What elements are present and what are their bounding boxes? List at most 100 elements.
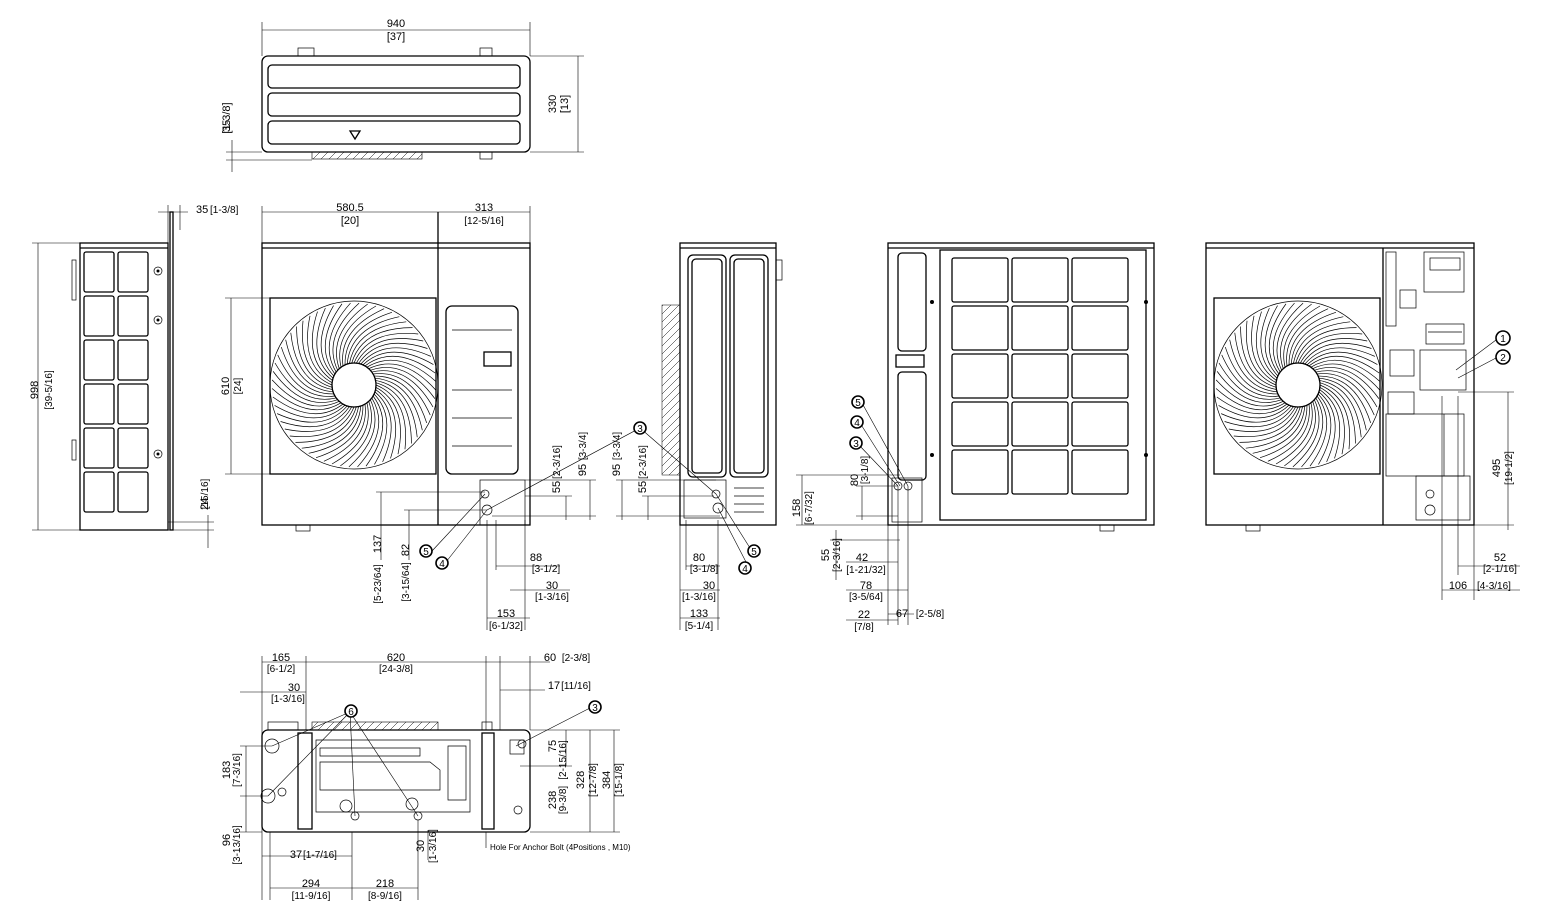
dim-p384: 384 — [601, 771, 613, 789]
fan-grille-line — [1224, 346, 1278, 395]
dim-r55-in: [2-3/16] — [638, 445, 649, 479]
dim-f55: 55 — [551, 481, 563, 493]
fan-icon — [271, 302, 437, 468]
fan-grille-line — [1260, 308, 1278, 379]
dim-side-foot-in: [15/16] — [200, 478, 211, 509]
dim-p37: 37 — [290, 849, 302, 861]
fan-grille-line — [1283, 305, 1321, 368]
dim-b55-in: [2-3/16] — [832, 538, 843, 572]
dim-p183: 183 — [221, 761, 233, 779]
fan-grille-line — [344, 311, 393, 365]
fan-grille-line — [336, 303, 368, 369]
dim-i52: 52 — [1494, 552, 1506, 564]
fan-grille-line — [316, 308, 334, 379]
dim-b80: 80 — [849, 474, 861, 486]
dim-p218: 218 — [376, 878, 394, 890]
fan-grille-line — [355, 338, 424, 364]
svg-text:3: 3 — [592, 703, 598, 714]
dim-f153-in: [6-1/32] — [489, 621, 523, 632]
fan-grille-line — [284, 406, 353, 432]
dim-p328: 328 — [575, 771, 587, 789]
fan-grille-line — [1275, 402, 1313, 465]
fan-grille-line — [280, 406, 350, 428]
svg-text:5: 5 — [855, 398, 861, 409]
fan-grille-line — [1252, 405, 1306, 454]
fan-grille-line — [301, 406, 359, 449]
fan-grille-line — [1240, 326, 1277, 388]
grid-cell — [1011, 305, 1069, 351]
fan-grille-line — [331, 402, 369, 465]
fan-grille-line — [274, 362, 337, 400]
dim-p96: 96 — [221, 834, 233, 846]
fan-grille-line — [351, 327, 413, 364]
dim-front-fan: 610 — [220, 377, 232, 395]
dim-top-width-in: [37] — [387, 31, 405, 43]
dim-f88: 88 — [530, 552, 542, 564]
fan-grille-line — [339, 305, 377, 368]
fan-grille-line — [375, 389, 397, 459]
dim-f88-in: [3-1/2] — [532, 564, 561, 575]
dim-p96-in: [3-13/16] — [232, 825, 243, 865]
right-side-view: 95 [3-3/4] 55 [2-3/16] 80 [3-1/8] 30 [1-… — [611, 242, 783, 632]
dim-r95-in: [3-3/4] — [612, 432, 623, 461]
dim-p183-in: [7-3/16] — [232, 753, 243, 787]
fan-grille-line — [308, 405, 362, 454]
fan-grille-line — [365, 395, 384, 467]
dim-b22-in: [7/8] — [854, 622, 874, 633]
dim-side-top: 35 — [196, 204, 208, 216]
grid-cell — [117, 295, 149, 337]
dim-p17-in: [11/16] — [561, 681, 591, 692]
dim-f95-in: [3-3/4] — [578, 432, 589, 461]
fan-grille-line — [340, 401, 372, 467]
dim-f153: 153 — [497, 608, 515, 620]
dim-f137: 137 — [372, 535, 384, 553]
dim-b158-in: [6-7/32] — [804, 491, 815, 525]
fan-grille-line — [295, 406, 357, 443]
grid-cell — [1011, 257, 1069, 303]
fan-grille-line — [1216, 396, 1288, 415]
grid-cell — [1011, 449, 1069, 495]
fan-grille-line — [1310, 359, 1381, 382]
fan-grille-line — [1221, 405, 1292, 423]
fan-grille-line — [1301, 397, 1324, 468]
fan-grille-line — [1319, 384, 1350, 450]
fan-grille-line — [1234, 332, 1277, 390]
svg-text:2: 2 — [1500, 353, 1506, 364]
dim-p165: 165 — [272, 652, 290, 664]
fan-grille-line — [1272, 302, 1295, 373]
fan-grille-line — [1229, 339, 1278, 393]
fan-grille-line — [1309, 395, 1328, 467]
dim-b67-in: [2-5/8] — [916, 609, 945, 620]
fan-grille-line — [1267, 404, 1310, 462]
fan-grille-line — [324, 303, 343, 375]
dim-f95: 95 — [577, 464, 589, 476]
callout-2 — [1495, 349, 1511, 365]
fan-grille-line — [368, 363, 437, 391]
dim-i495: 495 — [1491, 459, 1503, 477]
base-plan-view: 165 [6-1/2] 620 [24-3/8] 60 [2-3/8] 30 [… — [221, 652, 631, 902]
fan-grille-line — [1290, 316, 1344, 365]
fan-grille-line — [1221, 354, 1279, 397]
dim-p238-in: [9-3/8] — [558, 786, 569, 815]
dim-b42-in: [1-21/32] — [846, 565, 886, 576]
dim-b78-in: [3-5/64] — [849, 592, 883, 603]
dim-r133: 133 — [690, 608, 708, 620]
fan-grille-line — [271, 379, 340, 407]
callout-5 — [851, 395, 865, 409]
left-side-view: 998 [39-5/16] 35 [1-3/8] 24 [15/16] — [29, 204, 239, 548]
fan-grille-line — [1259, 405, 1308, 459]
dim-r30-in: [1-3/16] — [682, 592, 716, 603]
fan-grille-line — [342, 308, 385, 366]
dim-front-right-in: [12-5/16] — [464, 216, 504, 227]
callout-1 — [1495, 330, 1511, 346]
internal-view: 1 2 495 [19-1/2] 52 [2-1/16] 106 [4-3/16… — [1205, 242, 1520, 600]
fan-grille-line — [1255, 311, 1277, 381]
grid-cell — [1071, 305, 1129, 351]
dim-p30: 30 — [288, 682, 300, 694]
fan-grille-line — [320, 305, 335, 377]
dim-side-foot: 24 — [199, 498, 211, 510]
svg-text:3: 3 — [853, 439, 859, 450]
grid-cell — [83, 339, 115, 381]
fan-grille-line — [1268, 303, 1287, 375]
